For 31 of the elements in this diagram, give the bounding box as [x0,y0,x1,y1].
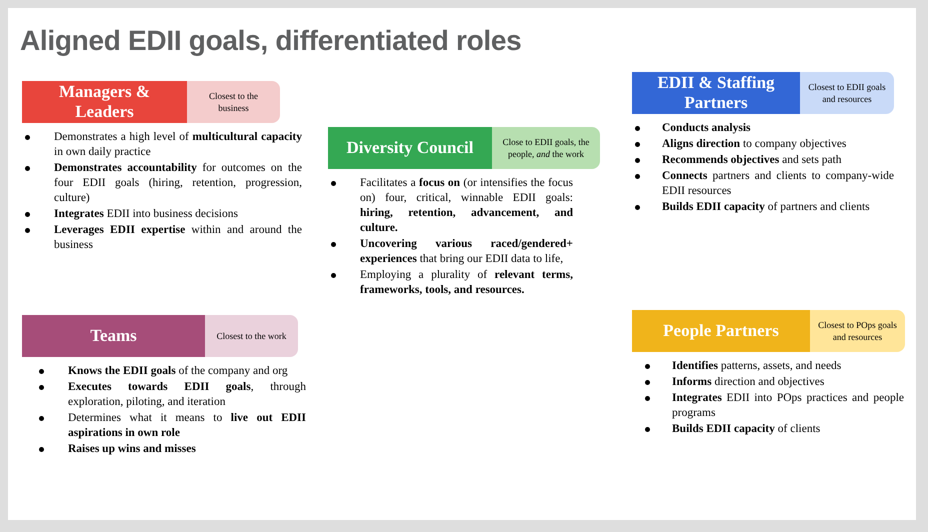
role-title: EDII & Staffing Partners [632,72,800,114]
bullet-text: Leverages EDII expertise within and around the business [54,223,302,253]
bullet-text: Aligns direction to company objectives [662,137,846,152]
role-header [328,127,600,169]
bullet-text: Identifies patterns, assets, and needs [672,359,842,374]
bullet-text: Raises up wins and misses [68,442,196,457]
role-tag: Closest to POps goals and resources [810,310,905,352]
slide-title: Aligned EDII goals, differentiated roles [20,24,522,58]
role-title: People Partners [632,310,810,352]
role-header [22,81,280,123]
bullet-text: Demonstrates accountability for outcomes on the four EDII goals (hiring, retention, progression, culture) [54,161,302,206]
role-header [632,72,894,114]
role-tag: Closest to the work [205,315,298,357]
role-title: Teams [22,315,205,357]
role-tag: Closest to the business [187,81,280,123]
bullet-text: Facilitates a focus on (or intensifies the focus on) four, critical, winnable EDII goals: hiring, retention, advancement, and culture. [360,176,573,236]
role-header [22,315,298,357]
bullet-text: Determines what it means to live out EDII aspirations in own role [68,411,306,441]
role-tag: Close to EDII goals, the people, and the work [492,127,600,169]
bullet-text: Employing a plurality of relevant terms, frameworks, tools, and resources. [360,268,573,298]
role-title: Diversity Council [328,127,492,169]
role-title: Managers & Leaders [22,81,187,123]
bullet-text: Conducts analysis [662,121,751,136]
role-tag: Closest to EDII goals and resources [800,72,894,114]
bullet-text: Recommends objectives and sets path [662,153,842,168]
bullet-text: Builds EDII capacity of clients [672,422,820,437]
role-header [632,310,905,352]
bullet-text: Knows the EDII goals of the company and org [68,364,288,379]
bullet-text: Integrates EDII into business decisions [54,207,238,222]
bullet-text: Informs direction and objectives [672,375,824,390]
bullet-text: Builds EDII capacity of partners and clients [662,200,870,215]
